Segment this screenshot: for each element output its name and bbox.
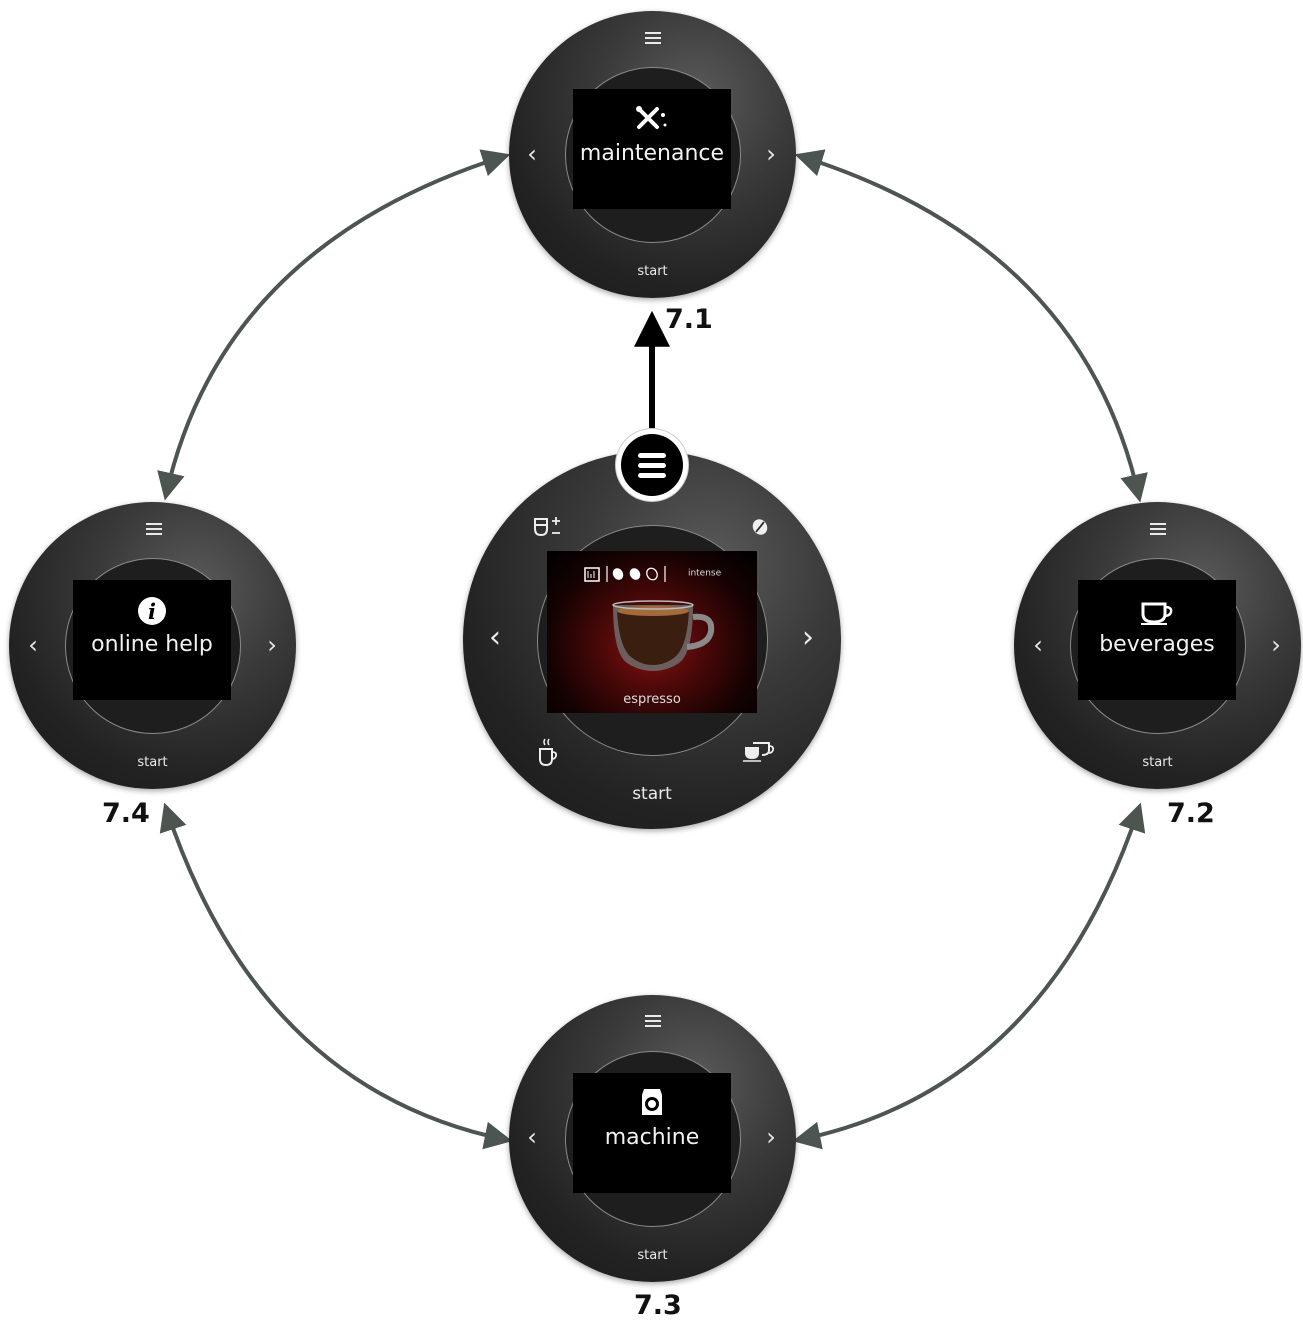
dial-machine: ‹ › machine start [509,995,796,1282]
step-label-7-1: 7.1 [665,304,713,335]
start-button[interactable]: start [509,264,796,279]
menu-icon[interactable] [645,32,661,44]
menu-icon[interactable] [1150,523,1166,535]
strength-bar: intense [547,563,757,581]
connector-7-2-to-7-3 [798,808,1139,1140]
menu-button[interactable] [616,429,688,501]
dial-maintenance: ‹ › maintenance start [509,11,796,298]
menu-icon[interactable] [146,523,162,535]
screen: intense espresso [547,551,757,713]
screen: i online help [73,580,231,700]
dial-online-help: ‹ › i online help start [9,502,296,789]
start-button[interactable]: start [509,1248,796,1263]
menu-icon[interactable] [645,1015,661,1027]
chevron-left-icon[interactable]: ‹ [483,626,507,650]
dial-beverages: ‹ › beverages start [1014,502,1301,789]
chevron-left-icon[interactable]: ‹ [520,142,544,166]
dial-home: ‹ › [463,451,841,829]
connector-7-1-to-7-4 [166,156,505,495]
screen-label: machine [573,1125,731,1150]
cup-icon [1078,600,1236,630]
chevron-left-icon[interactable]: ‹ [1026,633,1050,657]
chevron-right-icon[interactable]: › [759,142,783,166]
step-label-7-4: 7.4 [102,798,150,829]
chevron-left-icon[interactable]: ‹ [21,633,45,657]
two-cups-icon[interactable] [743,741,775,767]
strength-label: intense [688,569,721,579]
screen-label: online help [73,632,231,657]
chevron-right-icon[interactable]: › [260,633,284,657]
chevron-right-icon[interactable]: › [1264,633,1288,657]
cup-plus-minus-icon[interactable] [533,517,563,543]
tools-icon [573,105,731,139]
info-icon: i [73,596,231,630]
chevron-right-icon[interactable]: › [796,626,820,650]
chevron-left-icon[interactable]: ‹ [520,1125,544,1149]
machine-icon [573,1087,731,1121]
connector-7-1-to-7-2 [800,156,1139,497]
screen-label: espresso [547,692,757,707]
screen: machine [573,1073,731,1193]
strength-icons [583,565,683,583]
screen: beverages [1078,580,1236,700]
step-label-7-2: 7.2 [1167,798,1215,829]
step-label-7-3: 7.3 [634,1290,682,1320]
svg-text:i: i [148,599,156,624]
bean-icon[interactable] [750,517,770,541]
start-button[interactable]: start [463,784,841,804]
chevron-right-icon[interactable]: › [759,1125,783,1149]
hot-water-icon[interactable] [537,737,559,771]
start-button[interactable]: start [9,755,296,770]
connector-7-4-to-7-3 [166,808,507,1140]
espresso-cup-image [607,591,717,681]
screen-label: beverages [1078,632,1236,657]
screen: maintenance [573,89,731,209]
start-button[interactable]: start [1014,755,1301,770]
screen-label: maintenance [573,141,731,166]
menu-icon [621,434,683,496]
